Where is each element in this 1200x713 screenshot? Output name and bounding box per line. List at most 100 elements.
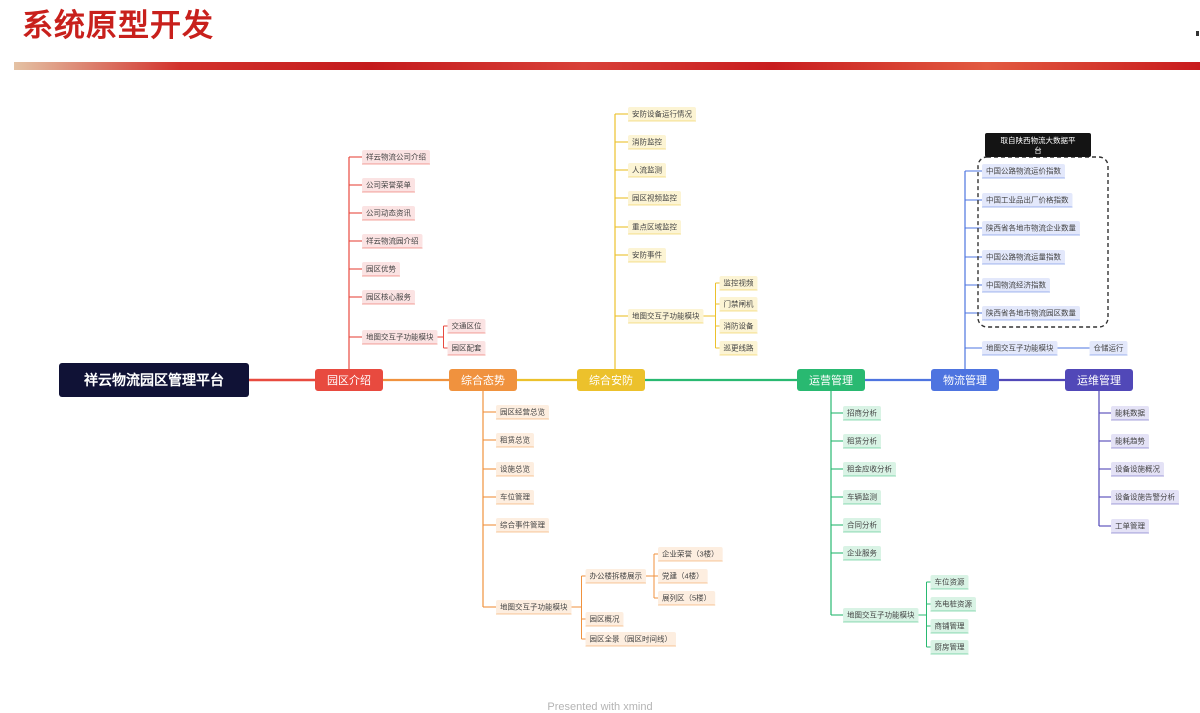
topic-3-6-1-label: 充电桩资源 bbox=[935, 599, 973, 609]
topic-4-5-box bbox=[982, 306, 1080, 320]
topic-4-2[interactable]: 陕西省各地市物流企业数量 bbox=[982, 221, 1080, 235]
topic-3-0-box bbox=[843, 406, 881, 420]
topic-0-6-1[interactable]: 园区配套 bbox=[447, 341, 486, 355]
topic-2-0[interactable]: 安防设备运行情况 bbox=[628, 107, 696, 121]
topic-0-5[interactable]: 园区核心服务 bbox=[362, 290, 415, 304]
topic-4-1[interactable]: 中国工业品出厂价格指数 bbox=[982, 193, 1073, 207]
topic-3-2[interactable]: 租金应收分析 bbox=[843, 462, 896, 476]
topic-2-5[interactable]: 安防事件 bbox=[628, 248, 666, 262]
topic-4-0-box bbox=[982, 164, 1065, 178]
topic-5-3-box bbox=[1111, 490, 1179, 504]
topic-4-2-label: 陕西省各地市物流企业数量 bbox=[986, 223, 1076, 233]
topic-3-6-0[interactable]: 车位资源 bbox=[930, 575, 969, 589]
topic-1-5-2[interactable]: 园区全景（园区时间线） bbox=[585, 632, 677, 646]
topic-0-1[interactable]: 公司荣誉菜单 bbox=[362, 178, 415, 192]
main-topic-0[interactable]: 园区介绍 bbox=[315, 369, 383, 391]
topic-2-6-2[interactable]: 消防设备 bbox=[719, 319, 758, 333]
topic-5-3[interactable]: 设备设施告警分析 bbox=[1111, 490, 1179, 504]
topic-1-5-box bbox=[496, 600, 572, 614]
main-topic-2[interactable]: 综合安防 bbox=[577, 369, 645, 391]
topic-4-6[interactable]: 地图交互子功能模块 bbox=[982, 341, 1058, 355]
topic-3-6-1[interactable]: 充电桩资源 bbox=[930, 597, 977, 611]
topic-1-3[interactable]: 车位管理 bbox=[496, 490, 534, 504]
main-topic-3[interactable]: 运营管理 bbox=[797, 369, 865, 391]
main-topic-5-label: 运维管理 bbox=[1077, 373, 1121, 387]
topic-3-6-3[interactable]: 厨房管理 bbox=[930, 640, 969, 654]
topic-3-6-2[interactable]: 商铺管理 bbox=[930, 619, 969, 633]
topic-1-2[interactable]: 设施总览 bbox=[496, 462, 534, 476]
topic-0-6[interactable]: 地图交互子功能模块 bbox=[362, 330, 438, 344]
topic-3-6-label: 地图交互子功能模块 bbox=[847, 610, 915, 620]
topic-0-3-box bbox=[362, 234, 423, 248]
topic-3-3-box bbox=[843, 490, 881, 504]
topic-3-6[interactable]: 地图交互子功能模块 bbox=[843, 608, 919, 622]
topic-5-1[interactable]: 能耗趋势 bbox=[1111, 434, 1149, 448]
main-topic-4-label: 物流管理 bbox=[943, 373, 987, 387]
topic-0-5-label: 园区核心服务 bbox=[366, 292, 411, 302]
root-node-label: 祥云物流园区管理平台 bbox=[84, 372, 224, 388]
topic-0-4[interactable]: 园区优势 bbox=[362, 262, 400, 276]
main-topic-5[interactable]: 运维管理 bbox=[1065, 369, 1133, 391]
topic-3-6-2-label: 商铺管理 bbox=[935, 621, 965, 631]
topic-0-6-0[interactable]: 交通区位 bbox=[447, 319, 486, 333]
topic-0-6-1-label: 园区配套 bbox=[452, 343, 482, 353]
topic-3-6-box bbox=[843, 608, 919, 622]
topic-0-2[interactable]: 公司动态资讯 bbox=[362, 206, 415, 220]
topic-0-0[interactable]: 祥云物流公司介绍 bbox=[362, 150, 430, 164]
topic-5-4[interactable]: 工单管理 bbox=[1111, 519, 1149, 533]
topic-0-0-box bbox=[362, 150, 430, 164]
topic-3-0[interactable]: 招商分析 bbox=[843, 406, 881, 420]
topic-3-3[interactable]: 车辆监测 bbox=[843, 490, 881, 504]
topic-1-1-label: 租赁总览 bbox=[500, 435, 530, 445]
main-topic-4[interactable]: 物流管理 bbox=[931, 369, 999, 391]
topic-4-5[interactable]: 陕西省各地市物流园区数量 bbox=[982, 306, 1080, 320]
topic-2-6-box bbox=[628, 309, 704, 323]
topic-0-6-label: 地图交互子功能模块 bbox=[366, 332, 434, 342]
topic-4-3[interactable]: 中国公路物流运量指数 bbox=[982, 250, 1065, 264]
root-node-box bbox=[59, 363, 249, 397]
topic-2-4[interactable]: 重点区域监控 bbox=[628, 220, 681, 234]
topic-1-5-0-0[interactable]: 企业荣誉（3楼） bbox=[658, 547, 723, 561]
topic-1-5-0-1[interactable]: 党建（4楼） bbox=[658, 569, 708, 583]
topic-1-3-label: 车位管理 bbox=[500, 492, 530, 502]
topic-1-5-1[interactable]: 园区概况 bbox=[585, 612, 624, 626]
topic-2-2[interactable]: 人流监测 bbox=[628, 163, 666, 177]
topic-1-0[interactable]: 园区经营总览 bbox=[496, 405, 549, 419]
topic-3-4[interactable]: 合同分析 bbox=[843, 518, 881, 532]
topic-1-4[interactable]: 综合事件管理 bbox=[496, 518, 549, 532]
topic-1-5-1-box bbox=[585, 612, 624, 626]
topic-3-6-3-box bbox=[930, 640, 969, 654]
topic-2-3-box bbox=[628, 191, 681, 205]
topic-2-6-label: 地图交互子功能模块 bbox=[632, 311, 700, 321]
topic-2-3[interactable]: 园区视频监控 bbox=[628, 191, 681, 205]
topic-1-1[interactable]: 租赁总览 bbox=[496, 433, 534, 447]
topic-3-5[interactable]: 企业服务 bbox=[843, 546, 881, 560]
topic-1-5-0[interactable]: 办公楼拆楼展示 bbox=[585, 569, 647, 583]
topic-5-0[interactable]: 能耗数据 bbox=[1111, 406, 1149, 420]
topic-1-5[interactable]: 地图交互子功能模块 bbox=[496, 600, 572, 614]
title-banner bbox=[14, 62, 1200, 70]
topic-2-6-0[interactable]: 监控视频 bbox=[719, 276, 758, 290]
topic-3-1[interactable]: 租赁分析 bbox=[843, 434, 881, 448]
topic-3-1-label: 租赁分析 bbox=[847, 436, 877, 446]
topic-4-6-0[interactable]: 仓储运行 bbox=[1089, 341, 1128, 355]
topic-4-3-box bbox=[982, 250, 1065, 264]
topic-2-6-3[interactable]: 巡更线路 bbox=[719, 341, 758, 355]
topic-2-1[interactable]: 消防监控 bbox=[628, 135, 666, 149]
root-node[interactable]: 祥云物流园区管理平台 bbox=[59, 363, 249, 397]
topic-1-5-0-2[interactable]: 展列区（5楼） bbox=[658, 591, 716, 605]
topic-2-6-1[interactable]: 门禁闸机 bbox=[719, 297, 758, 311]
main-topic-1[interactable]: 综合态势 bbox=[449, 369, 517, 391]
topic-2-6-0-box bbox=[719, 276, 758, 290]
topic-3-6-2-box bbox=[930, 619, 969, 633]
topic-5-2[interactable]: 设备设施概况 bbox=[1111, 462, 1164, 476]
topic-4-0[interactable]: 中国公路物流运价指数 bbox=[982, 164, 1065, 178]
topic-1-4-label: 综合事件管理 bbox=[500, 520, 545, 530]
main-topic-4-box bbox=[931, 369, 999, 391]
group-boundary bbox=[977, 156, 1109, 328]
topic-2-6[interactable]: 地图交互子功能模块 bbox=[628, 309, 704, 323]
topic-0-3[interactable]: 祥云物流园介绍 bbox=[362, 234, 423, 248]
topic-4-1-label: 中国工业品出厂价格指数 bbox=[986, 195, 1069, 205]
topic-4-4[interactable]: 中国物流经济指数 bbox=[982, 278, 1050, 292]
